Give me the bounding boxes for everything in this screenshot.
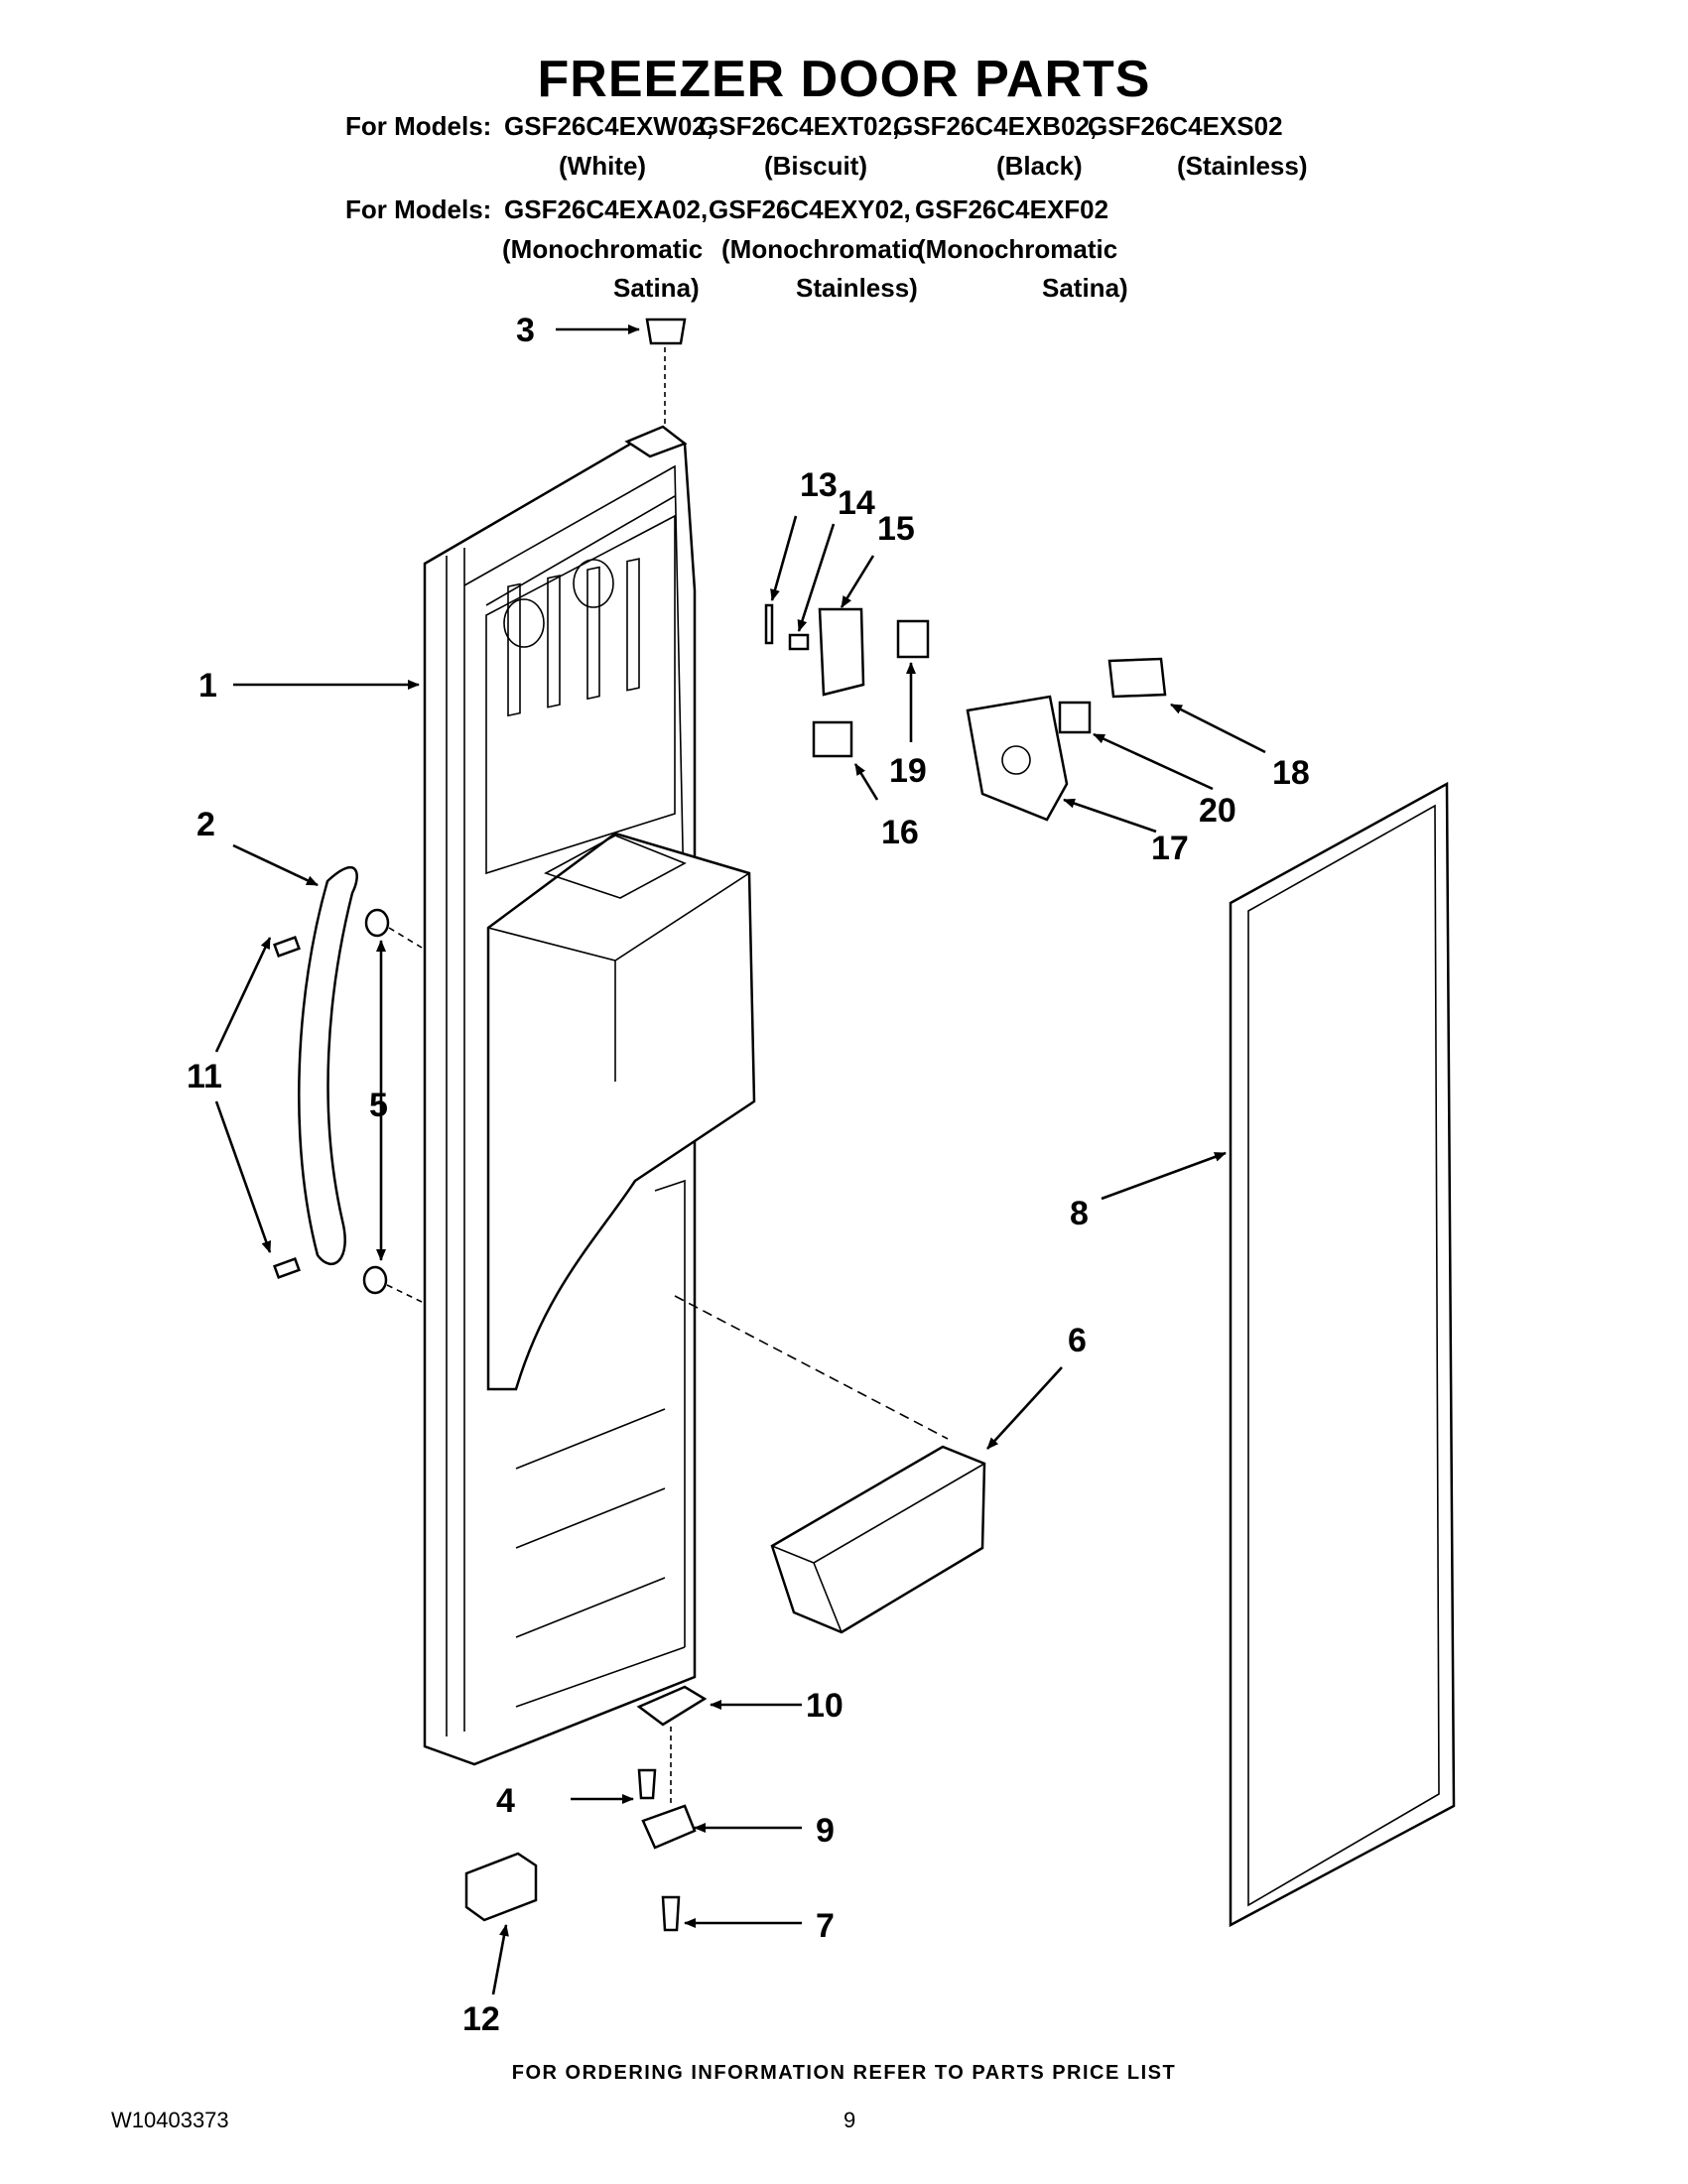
models-prefix-1: For Models: bbox=[345, 111, 492, 141]
model-number: GSF26C4EXW02, bbox=[504, 111, 714, 141]
callout-17: 17 bbox=[1151, 830, 1189, 867]
page-number: 9 bbox=[844, 2108, 856, 2132]
clip-part-14 bbox=[788, 633, 810, 651]
callout-1: 1 bbox=[198, 667, 217, 705]
screw-part-11-top bbox=[273, 935, 301, 959]
hinge-part-9 bbox=[641, 1804, 697, 1850]
hinge-bracket-part-10 bbox=[636, 1685, 708, 1727]
callout-3: 3 bbox=[516, 312, 535, 349]
callout-14: 14 bbox=[838, 484, 875, 522]
model-color: (Biscuit) bbox=[764, 151, 867, 181]
models-prefix-2: For Models: bbox=[345, 194, 492, 224]
callout-2: 2 bbox=[196, 806, 215, 843]
model-color: (Monochromatic bbox=[917, 234, 1118, 264]
callout-5: 5 bbox=[369, 1087, 388, 1124]
spacer-part-5-top bbox=[364, 908, 390, 938]
callout-18: 18 bbox=[1272, 754, 1310, 792]
model-color: Satina) bbox=[1042, 273, 1128, 303]
model-number: GSF26C4EXF02 bbox=[915, 194, 1109, 224]
callout-7: 7 bbox=[816, 1907, 835, 1945]
model-color: (White) bbox=[559, 151, 647, 181]
callout-11: 11 bbox=[187, 1058, 222, 1095]
callout-arrows bbox=[214, 324, 1266, 1995]
door-gasket-part-8 bbox=[1229, 781, 1456, 1928]
model-number: GSF26C4EXT02, bbox=[699, 111, 900, 141]
callout-9: 9 bbox=[816, 1812, 835, 1850]
door-liner-part-1 bbox=[423, 425, 756, 1766]
callout-20: 20 bbox=[1199, 792, 1236, 830]
model-color: Stainless) bbox=[796, 273, 918, 303]
switch-part-16 bbox=[812, 720, 853, 758]
model-number: GSF26C4EXY02, bbox=[709, 194, 911, 224]
switch-part-19 bbox=[896, 619, 930, 659]
switch-housing-part-15 bbox=[818, 607, 865, 697]
door-handle-part-2 bbox=[298, 866, 358, 1266]
spacer-part-5-bottom bbox=[362, 1265, 388, 1295]
model-number: GSF26C4EXA02, bbox=[504, 194, 709, 224]
circuit-board-part-18 bbox=[1107, 657, 1167, 699]
model-number: GSF26C4EXS02 bbox=[1088, 111, 1283, 141]
callout-6: 6 bbox=[1068, 1322, 1087, 1359]
screw-part-7 bbox=[661, 1895, 681, 1932]
callout-13: 13 bbox=[800, 466, 838, 504]
callout-8: 8 bbox=[1070, 1195, 1089, 1232]
hinge-cover-part-12 bbox=[464, 1852, 538, 1922]
screw-part-11-bottom bbox=[273, 1256, 301, 1280]
callout-19: 19 bbox=[889, 752, 927, 790]
screw-part-4 bbox=[637, 1768, 657, 1800]
callout-15: 15 bbox=[877, 510, 915, 548]
door-bin-part-6 bbox=[770, 1445, 986, 1634]
callout-numbers: 1 2 3 4 5 6 7 8 9 10 11 12 13 14 15 16 1… bbox=[187, 312, 1310, 2038]
actuator-part-20 bbox=[1058, 701, 1092, 734]
spring-part-13 bbox=[764, 603, 774, 645]
hinge-cap-part-3 bbox=[645, 318, 687, 345]
model-color: (Stainless) bbox=[1177, 151, 1308, 181]
callout-10: 10 bbox=[806, 1687, 844, 1725]
model-color: (Monochromatic bbox=[502, 234, 704, 264]
callout-4: 4 bbox=[496, 1782, 515, 1820]
model-color: (Black) bbox=[996, 151, 1083, 181]
model-color: Satina) bbox=[613, 273, 700, 303]
control-board-part-17 bbox=[966, 695, 1069, 822]
callout-16: 16 bbox=[881, 814, 919, 851]
model-color: (Monochromatic bbox=[721, 234, 923, 264]
callout-12: 12 bbox=[462, 2000, 500, 2038]
page-title: FREEZER DOOR PARTS bbox=[537, 51, 1151, 108]
ordering-note: FOR ORDERING INFORMATION REFER TO PARTS … bbox=[511, 2062, 1177, 2084]
model-number: GSF26C4EXB02, bbox=[893, 111, 1098, 141]
document-number: W10403373 bbox=[111, 2108, 229, 2132]
